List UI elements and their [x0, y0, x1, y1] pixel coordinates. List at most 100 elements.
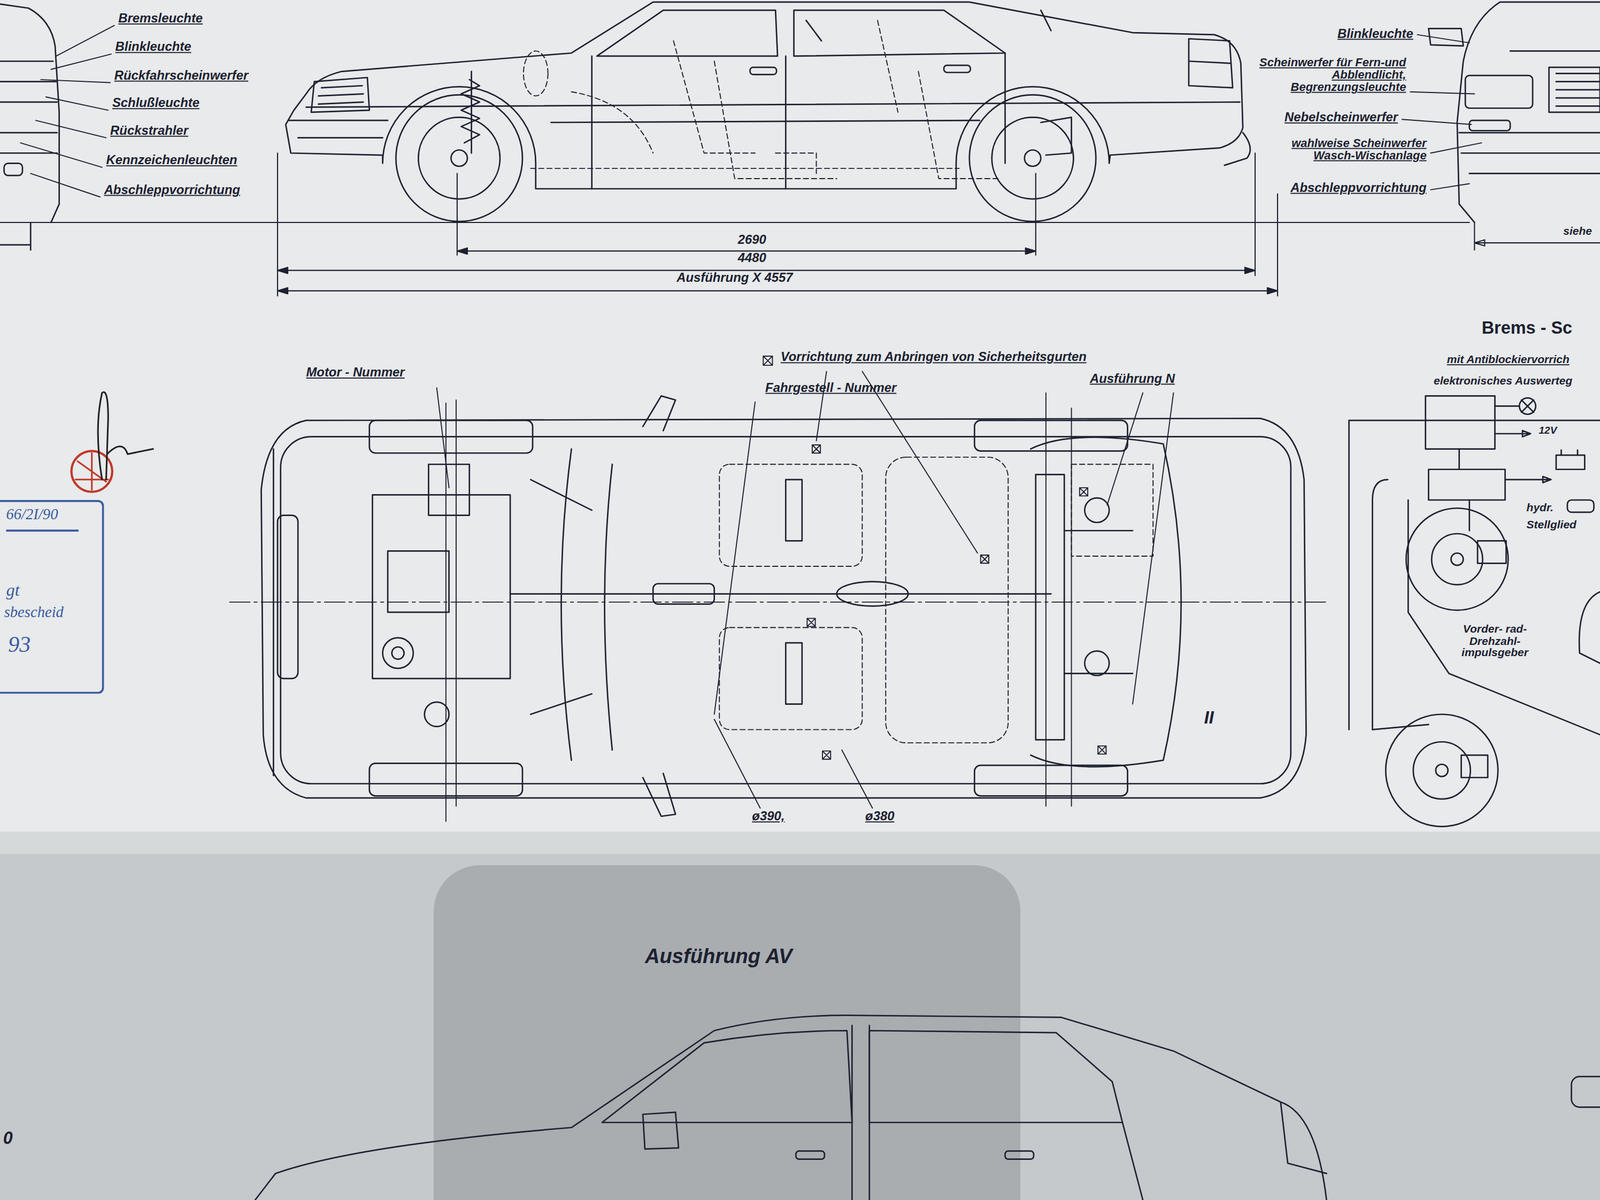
- part-label: Schlußleuchte: [112, 95, 200, 111]
- side-view-car: [1040, 117, 1072, 156]
- stamp-text: 93: [8, 632, 31, 658]
- front-view-car: [1556, 73, 1600, 106]
- stamp-text: sbescheid: [4, 604, 64, 621]
- ground-and-dimension-lines: [277, 152, 1278, 296]
- right-leader-lines: [1402, 34, 1482, 190]
- top-view-car: [277, 515, 298, 679]
- variant-av-side-view: [795, 1150, 825, 1159]
- top-view-car: [719, 457, 1153, 743]
- top-view-car: [719, 627, 863, 730]
- variant-av-side-view: [1280, 1102, 1327, 1174]
- part-label: Blinkleuchte: [1337, 26, 1414, 42]
- seat-belt-symbols: [812, 444, 821, 453]
- top-view-leader-lines: [714, 719, 873, 809]
- side-view-car: [395, 94, 523, 222]
- seat-belt-symbols: [1097, 745, 1106, 755]
- abs-brake-schematic: [1385, 714, 1498, 827]
- paper-ground: [433, 865, 1021, 1200]
- top-view-car: [272, 449, 275, 776]
- abs-brake-schematic: [1450, 552, 1464, 566]
- rear-view-car: [0, 4, 60, 251]
- part-label: Nebelscheinwerfer: [1284, 110, 1398, 125]
- top-view-car: [260, 418, 1306, 798]
- part-label: Abschleppvorrichtung: [104, 182, 241, 198]
- side-view-car: [969, 94, 1097, 222]
- front-view-car: [1428, 2, 1600, 223]
- abs-brake-schematic: [1435, 764, 1449, 777]
- top-view-leader-lines: [445, 393, 1072, 822]
- abs-brake-schematic: [1425, 395, 1496, 449]
- front-view-car: [1549, 67, 1600, 113]
- side-view-car: [1024, 149, 1042, 167]
- part-label: Scheinwerfer für Fern-und Abblendlicht, …: [1252, 56, 1406, 94]
- part-label: Ausführung AV: [644, 944, 793, 969]
- variant-av-side-view: [642, 1112, 679, 1150]
- front-view-car: [1469, 120, 1511, 131]
- top-view-car: [974, 420, 1128, 451]
- side-view-car: [288, 102, 1240, 138]
- part-label: Vorrichtung zum Anbringen von Sicherheit…: [780, 349, 1087, 365]
- top-view-car: [510, 593, 1051, 595]
- part-label: elektronisches Auswerteg: [1433, 374, 1573, 388]
- part-label: Rückfahrscheinwerfer: [114, 68, 249, 83]
- side-view-car: [1188, 39, 1233, 89]
- front-view-car: [1459, 50, 1600, 174]
- front-view-car: [1465, 75, 1533, 109]
- top-view-car: [229, 395, 1327, 817]
- part-label: Ausführung X 4557: [632, 270, 837, 286]
- part-label: Kennzeichenleuchten: [105, 152, 237, 168]
- stamp-marks: [97, 391, 153, 480]
- top-view-leader-lines: [436, 371, 1174, 822]
- side-view-car: [596, 10, 778, 57]
- side-view-car: [1224, 132, 1251, 166]
- ground-and-dimension-lines: [1474, 222, 1600, 251]
- rear-view-car: [4, 163, 23, 176]
- top-view-car: [719, 464, 863, 567]
- ground-and-dimension-lines: [0, 221, 1470, 223]
- top-view-car: [652, 583, 714, 604]
- side-view-car: [523, 50, 549, 96]
- side-view-car: [285, 2, 1251, 222]
- variant-av-side-view: [869, 1030, 1123, 1123]
- seat-belt-symbols: [1079, 487, 1088, 496]
- top-view-car: [428, 464, 469, 515]
- top-view-leader-lines: [816, 371, 978, 554]
- side-view-car: [673, 40, 837, 179]
- paper-ground: [0, 831, 1600, 855]
- side-view-car: [460, 71, 480, 154]
- top-view-car: [1084, 650, 1110, 676]
- side-view-car: [523, 20, 1000, 179]
- top-view-car: [382, 637, 414, 669]
- part-label: 4480: [649, 250, 855, 266]
- part-label: Ausführung N: [1089, 371, 1175, 387]
- variant-av-side-view: [602, 1030, 852, 1123]
- abs-brake-schematic: [1556, 455, 1585, 470]
- top-view-car: [530, 479, 1133, 715]
- seat-belt-symbols: [806, 618, 815, 627]
- side-view-car: [530, 152, 959, 174]
- side-view-car: [794, 10, 1006, 57]
- top-view-car: [974, 765, 1128, 796]
- side-view-car: [418, 117, 500, 199]
- part-label: Motor - Nummer: [305, 365, 405, 380]
- abs-brake-schematic: [1428, 469, 1505, 500]
- top-view-car: [229, 601, 1327, 603]
- side-view-car: [805, 10, 1051, 41]
- seat-belt-symbols: [822, 750, 831, 759]
- rear-view-car: [0, 60, 58, 153]
- part-label: 2690: [649, 232, 855, 248]
- abs-brake-schematic: [1405, 508, 1509, 611]
- abs-brake-schematic: [1460, 755, 1488, 778]
- variant-av-side-view: [1571, 1076, 1600, 1107]
- top-view-car: [560, 449, 612, 761]
- abs-brake-schematic: [1477, 540, 1506, 564]
- part-label: Fahrgestell - Nummer: [765, 380, 897, 396]
- top-view-leader-lines: [1106, 393, 1174, 705]
- top-view-leader-lines: [714, 402, 756, 715]
- abs-brake-schematic: [1505, 476, 1552, 483]
- left-leader-lines: [20, 25, 115, 198]
- side-view-car: [285, 2, 1243, 189]
- top-view-car: [785, 642, 803, 704]
